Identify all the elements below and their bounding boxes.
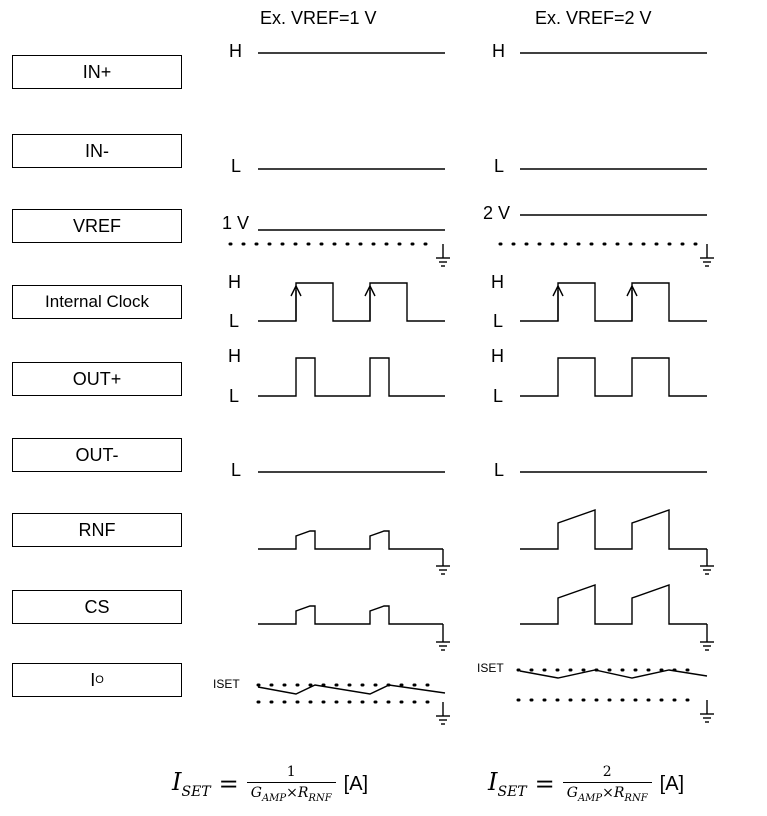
signal-label-out-minus: OUT- xyxy=(12,438,182,472)
cs-wave-c2 xyxy=(520,584,707,625)
level-h-in-plus-c1: H xyxy=(229,41,242,61)
level-h-in-plus-c2: H xyxy=(492,41,505,61)
column-title-vref-1v: Ex. VREF=1 V xyxy=(260,8,377,28)
signal-label-in-minus: IN- xyxy=(12,134,182,168)
signal-label-internal-clock: Internal Clock xyxy=(12,285,182,319)
clock-edge-arrow-c1a xyxy=(290,284,302,321)
signal-label-vref: VREF xyxy=(12,209,182,243)
cs-ground-icon-c2 xyxy=(700,624,714,651)
formula-lhs-c2: ISET xyxy=(488,768,527,800)
vref-value-c2: 2 V xyxy=(483,203,511,223)
formula-denominator-c1: GAMP×RRNF xyxy=(246,782,336,804)
clock-edge-arrow-c1b xyxy=(364,284,376,321)
formula-denominator-c2: GAMP×RRNF xyxy=(562,782,652,804)
out-plus-wave-c2 xyxy=(520,357,707,397)
level-l-clock-c1: L xyxy=(229,311,240,331)
iset-label-c2: ISET xyxy=(477,661,504,675)
iset-formula-c1: ISET = 1 GAMP×RRNF [A] xyxy=(172,764,369,804)
level-l-out-minus-c1: L xyxy=(231,460,242,480)
formula-fraction-c2: 2 GAMP×RRNF xyxy=(562,764,652,804)
level-l-clock-c2: L xyxy=(493,311,504,331)
level-l-out-minus-c2: L xyxy=(494,460,505,480)
vref-ground-icon-c1 xyxy=(436,244,450,267)
clock-edge-arrow-c2a xyxy=(552,284,564,321)
formula-unit-c2: [A] xyxy=(659,772,685,795)
level-l-in-minus-c2: L xyxy=(494,156,505,176)
iset-label-c1: ISET xyxy=(213,677,240,691)
level-h-out-plus-c1: H xyxy=(228,346,241,366)
formula-numerator-c1: 1 xyxy=(286,764,296,781)
column-title-vref-2v: Ex. VREF=2 V xyxy=(535,8,652,28)
level-h-clock-c2: H xyxy=(491,272,504,292)
io-label-subscript: O xyxy=(95,674,104,686)
signal-label-in-plus: IN+ xyxy=(12,55,182,89)
io-ground-icon-c1 xyxy=(436,702,450,725)
signal-label-cs: CS xyxy=(12,590,182,624)
rnf-ground-icon-c1 xyxy=(436,549,450,575)
formula-numerator-c2: 2 xyxy=(602,764,612,781)
clock-edge-arrow-c2b xyxy=(626,284,638,321)
level-l-out-plus-c2: L xyxy=(493,386,504,406)
clock-wave-c2 xyxy=(520,282,707,322)
rnf-wave-c2 xyxy=(520,509,707,550)
io-ripple-wave-c1 xyxy=(257,684,446,695)
rnf-ground-icon-c2 xyxy=(700,549,714,575)
level-h-clock-c1: H xyxy=(228,272,241,292)
io-ground-icon-c2 xyxy=(700,700,714,723)
signal-label-rnf: RNF xyxy=(12,513,182,547)
cs-wave-c1 xyxy=(258,605,443,625)
formula-lhs-c1: ISET xyxy=(172,768,211,800)
io-label-main: I xyxy=(90,669,96,690)
level-h-out-plus-c2: H xyxy=(491,346,504,366)
out-plus-wave-c1 xyxy=(258,357,445,397)
cs-ground-icon-c1 xyxy=(436,624,450,651)
rnf-wave-c1 xyxy=(258,530,443,550)
clock-wave-c1 xyxy=(258,282,445,322)
level-l-in-minus-c1: L xyxy=(231,156,242,176)
signal-label-out-plus: OUT+ xyxy=(12,362,182,396)
vref-ground-icon-c2 xyxy=(700,244,714,267)
formula-fraction-c1: 1 GAMP×RRNF xyxy=(246,764,336,804)
formula-unit-c1: [A] xyxy=(343,772,369,795)
vref-value-c1: 1 V xyxy=(222,213,250,233)
iset-formula-c2: ISET = 2 GAMP×RRNF [A] xyxy=(488,764,685,804)
level-l-out-plus-c1: L xyxy=(229,386,240,406)
io-ripple-wave-c2 xyxy=(519,669,708,679)
